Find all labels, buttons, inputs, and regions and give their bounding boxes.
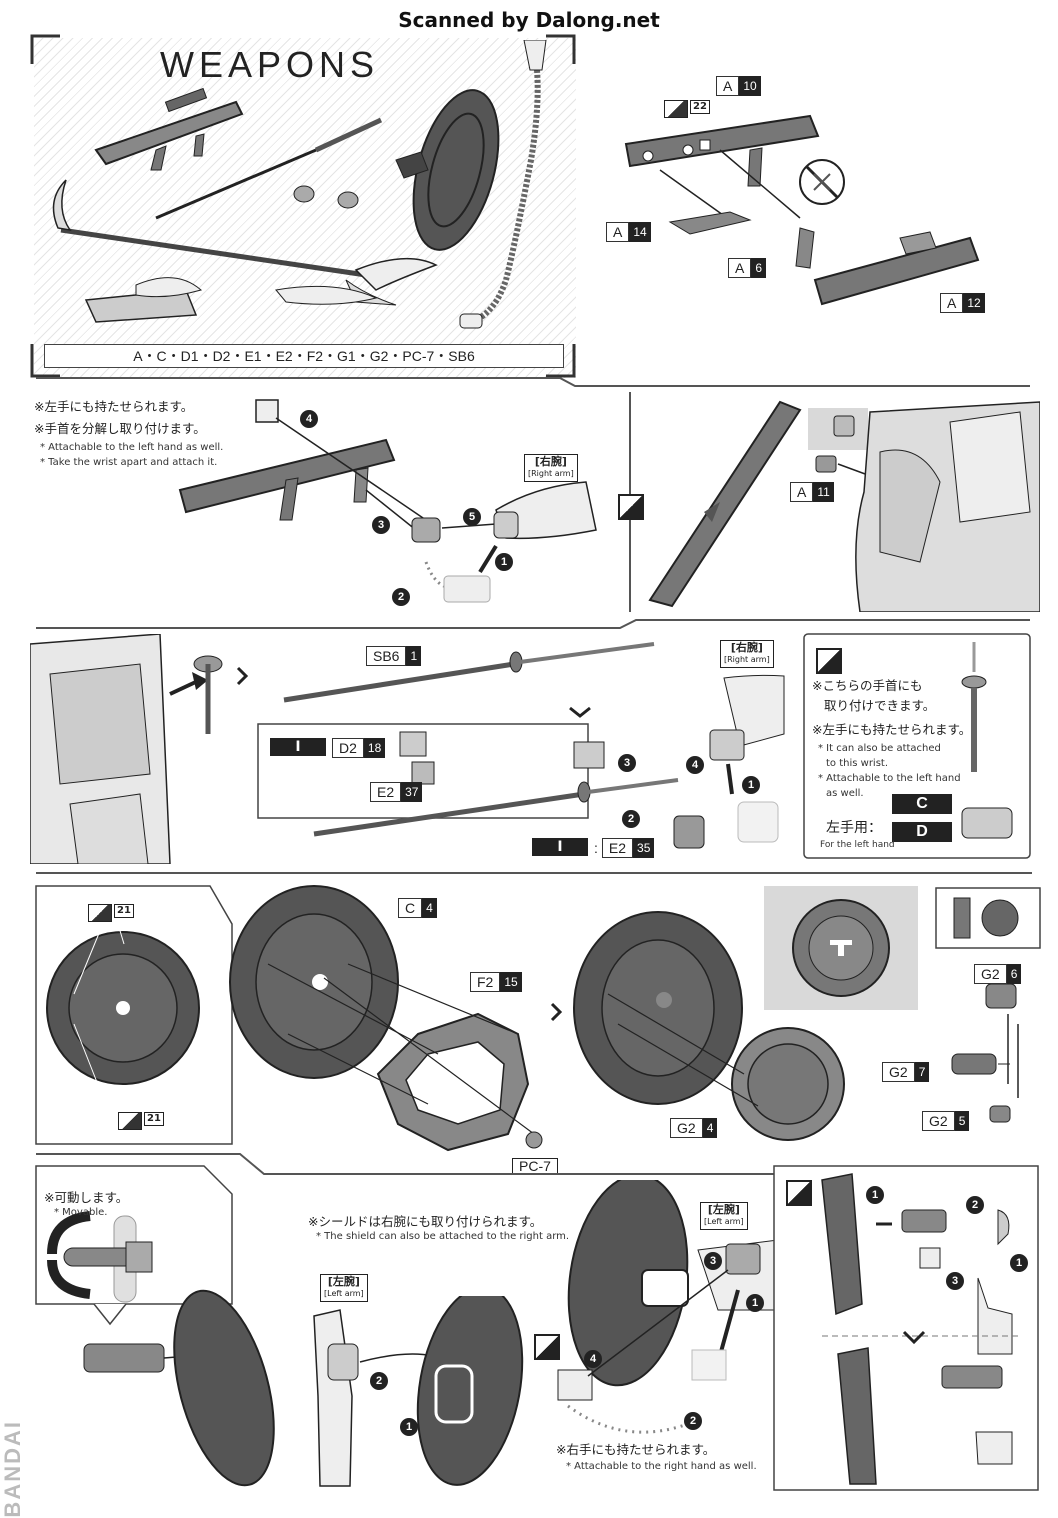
shield-icon [395,89,500,251]
shield-attach-note-jp: ※シールドは右腕にも取り付けられます。 [308,1214,543,1229]
wrist-note-en-4: as well. [826,788,864,799]
wrist-note-jp-1: ※こちらの手首にも [812,678,923,693]
left-arm-tag: [左腕][Left arm] [700,1202,748,1230]
sticker-icon [664,100,688,118]
movable-note-en: * Movable. [54,1207,108,1218]
right-hand-note-en: * Attachable to the right hand as well. [566,1461,757,1472]
wrist-note-en-3: * Attachable to the left hand [818,773,961,784]
zoom-detail-illustration [792,899,890,997]
wrist-note-en-1: * It can also be attached [818,743,941,754]
note-wrist-en: * Take the wrist apart and attach it. [40,457,218,468]
shield-attach-note-en: * The shield can also be attached to the… [316,1231,570,1242]
right-arm-tag: [右腕][Right arm] [524,454,578,482]
divider-line [36,1153,1030,1175]
wrist-note-jp-2: 取り付けできます。 [824,698,936,713]
alternate-view-icon [618,494,644,520]
right-hand-note-jp: ※右手にも持たせられます。 [556,1442,716,1457]
wrist-note-jp-3: ※左手にも持たせられます。 [812,722,972,737]
left-hand-use-label: 左手用： [826,820,882,836]
brand-side-mark: BANDAI [0,1420,25,1518]
shield-handle-illustration [935,887,1041,1123]
rifle-backpack-illustration [648,400,1040,612]
sticker-number-21: 21 [144,1112,164,1126]
wire-cable-icon [459,40,547,329]
alternate-view-icon [534,1334,560,1360]
horizontal-divider [36,872,1032,874]
divider-line [36,619,1030,629]
weapons-frame [30,34,576,378]
left-arm-tag: [左腕][Left arm] [320,1274,368,1302]
instruction-tag-i: I [270,738,326,756]
handle-alt-panel [773,1165,1039,1491]
sticker-number-21: 21 [114,904,134,918]
sticker-number-22: 22 [690,100,710,114]
sticker-icon [88,904,112,922]
right-arm-tag: [右腕][Right arm] [720,640,774,668]
runner-tag-c: C [892,794,952,814]
cap-part-icon [293,185,315,203]
weapons-illustration [52,40,547,329]
runner-tag-d: D [892,822,952,842]
wrist-note-frame [803,633,1031,859]
movable-panel [35,1165,275,1487]
alternate-view-icon [816,648,842,674]
movable-note-jp: ※可動します。 [44,1190,129,1205]
rifle-assembly-illustration [624,114,980,306]
shield-assembly-illustration [229,885,543,1152]
saber-mount-illustration [30,634,249,864]
rifle-hand-illustration [178,399,597,603]
scan-credit: Scanned by Dalong.net [398,8,660,32]
note-left-hand-jp: ※左手にも持たせられます。 [34,399,194,414]
part-label-pc7: PC-7 [512,1158,558,1174]
scythe-icon [52,179,438,306]
saber-assembly-illustration [257,642,785,849]
runner-list: A・C・D1・D2・E1・E2・F2・G1・G2・PC-7・SB6 [44,344,564,368]
note-left-hand-en: * Attachable to the left hand as well. [40,442,224,453]
wrist-note-en-2: to this wrist. [826,758,889,769]
sticker-icon [118,1112,142,1130]
instruction-tag-i-2: I [532,838,588,856]
beam-saber-icon [155,117,383,220]
shield-hand-illustration [557,1180,778,1434]
cap-part-icon [337,191,359,209]
shield-arm-illustration [313,1296,524,1487]
shield-back-illustration [550,911,845,1141]
blade-parts-icon [84,277,378,323]
shield-sticker-panel [35,885,233,1145]
section-title: WEAPONS [160,44,380,85]
divider-line [36,377,1030,387]
alternate-view-icon [786,1180,812,1206]
beam-rifle-icon [94,87,244,171]
left-hand-use-en: For the left hand [820,840,895,850]
note-wrist-jp: ※手首を分解し取り付けます。 [34,421,206,436]
